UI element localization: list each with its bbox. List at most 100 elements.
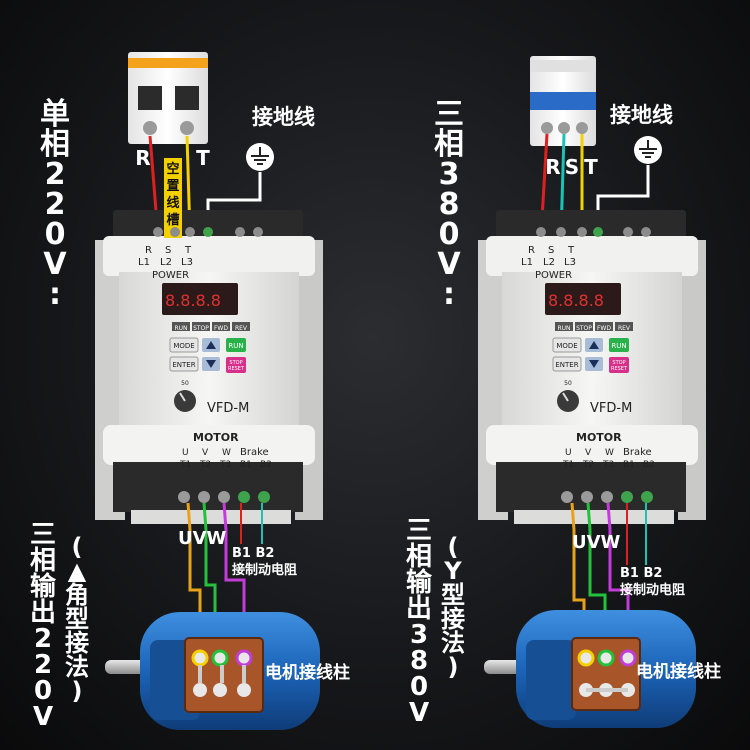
vertical-char: 8 [409,646,429,676]
right-term-l1: L1 [521,257,533,268]
vertical-char: 相 [434,127,464,162]
right-mode-key: MODE [556,342,577,350]
vertical-char: 3 [409,620,429,650]
vertical-char: V [437,247,461,282]
vertical-char: 相 [29,546,56,576]
vertical-char: ) [447,653,459,681]
left-stop-key-l2: RESET [228,366,245,372]
left-stop-key-l1: STOP [229,360,242,366]
right-power-label: POWER [535,270,572,281]
vertical-char: 8 [438,187,460,222]
right-out-t1: T1 [562,460,574,470]
vertical-char: ( [71,533,83,561]
left-term-t: T [184,245,192,256]
vertical-char: 三 [434,97,464,132]
right-ground-label: 接地线 [610,103,673,127]
left-empty-slot-c1: 空 [166,161,179,177]
vertical-char: 接 [65,629,89,657]
right-out-v: V [585,448,592,458]
vertical-char: 相 [40,127,70,162]
vertical-char: 法 [65,653,89,681]
vertical-char: 出 [29,598,56,628]
left-motor-terminal-label: 电机接线柱 [265,662,350,683]
right-brake-title: Brake [623,447,652,458]
vertical-char: 0 [438,217,460,252]
right-run-key: RUN [611,342,626,350]
right-up-arrow-icon [589,341,599,349]
vertical-char: : [443,277,455,312]
right-input-screws [536,227,651,237]
left-motor-brand: MOTOR [193,431,239,444]
right-model: VFD-M [590,401,632,416]
right-uvw-label: UVW [572,532,621,553]
left-out-t2: T2 [199,460,211,470]
right-key-stop-led: STOP [576,325,592,332]
left-input-screws [153,227,263,237]
left-brake-title: Brake [240,447,269,458]
right-brake-label: B1 B2 [620,566,662,581]
left-empty-slot-tag: 空 置 线 槽 [164,158,182,238]
vertical-char: 0 [409,672,429,702]
left-out-t3: T3 [219,460,231,470]
right-knob-pointer [562,392,569,402]
right-down-arrow-icon [589,360,599,368]
right-vfd-text: R S T L1 L2 L3 POWER 8.8.8.8 VFD-M MOTOR… [521,245,655,470]
left-out-b1: B1 [240,460,252,470]
left-term-l2: L2 [160,257,172,268]
right-out-w: W [605,448,614,458]
right-breaker [530,56,596,146]
left-empty-slot-c2: 置 [166,179,179,194]
right-out-t3: T3 [602,460,614,470]
left-breaker-label-r: R [135,146,150,170]
vertical-char: 三 [405,516,432,546]
vertical-char: 2 [33,624,53,654]
right-stop-key-l1: STOP [612,360,625,366]
left-enter-key: ENTER [172,361,195,369]
right-out-b1: B1 [623,460,635,470]
left-term-l3: L3 [181,257,193,268]
left-keypad: RUN STOP FWD REV MODE ENTER RUN STOP RES… [169,322,250,412]
right-breaker-label-r: R [545,155,560,179]
left-motor [105,612,320,730]
right-ground-icon [634,136,662,164]
right-term-r: R [528,245,535,256]
left-up-arrow-icon [206,341,216,349]
vertical-char: 型 [441,581,465,609]
vertical-char: 接 [441,605,465,633]
right-out-b2: B2 [643,460,655,470]
left-key-run-led: RUN [174,325,187,332]
right-out-t2: T2 [582,460,594,470]
left-term-l1: L1 [138,257,150,268]
vertical-char: 相 [405,542,432,572]
right-term-l2: L2 [543,257,555,268]
left-output-wiring-note: (▲角型接法) [62,535,92,703]
right-stop-key-l2: RESET [611,366,628,372]
right-breaker-labels: R S T [545,155,598,179]
left-out-w: W [222,448,231,458]
vertical-char: 0 [44,217,66,252]
left-breaker-label-t: T [196,146,210,170]
left-uvw-label: UVW [178,528,227,549]
left-knob-pointer [179,392,186,402]
vertical-char: 单 [40,97,70,132]
left-ground-label: 接地线 [252,105,315,129]
vertical-char: 角 [65,581,89,609]
vertical-char: ) [71,677,83,705]
vertical-char: : [49,277,61,312]
left-breaker-labels: R T [135,146,210,170]
vertical-char: 3 [438,157,460,192]
vertical-char: ▲ [67,557,87,585]
right-breaker-label-s: S [565,155,579,179]
right-term-t: T [567,245,575,256]
right-enter-key: ENTER [555,361,578,369]
left-key-rev-led: REV [235,325,248,332]
right-motor [484,610,696,728]
left-output-screws [178,491,270,503]
right-breaker-label-t: T [584,155,598,179]
vertical-char: 三 [29,520,56,550]
left-out-t1: T1 [179,460,191,470]
